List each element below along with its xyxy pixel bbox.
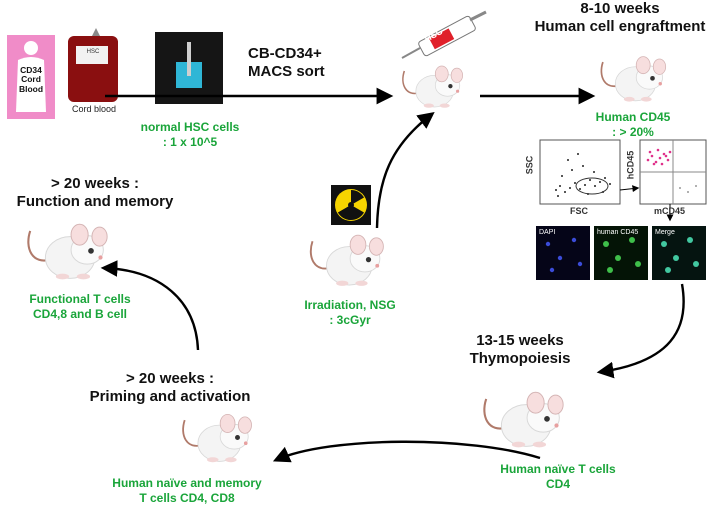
mouse-injected <box>402 65 464 109</box>
arrow-to-priming <box>272 440 541 463</box>
function-title-line2: Function and memory <box>16 193 174 210</box>
microscopy-panels: DAPI human CD45 Merge <box>536 226 706 280</box>
mouse-thymopoiesis <box>483 391 565 449</box>
flow-plot-hcd45-mcd45 <box>639 139 707 205</box>
priming-cells-line1: Human naïve and memory <box>112 476 262 490</box>
irradiation-line1: Irradiation, NSG <box>304 298 396 312</box>
priming-cells-label: Human naïve and memory T cells CD4, CD8 <box>92 476 282 506</box>
micro-label-merge: Merge <box>655 229 675 236</box>
micro-label-dapi: DAPI <box>539 229 555 236</box>
function-cells-line2: CD4,8 and B cell <box>32 307 128 321</box>
cord-blood-card-label: CD34 Cord Blood <box>8 65 54 94</box>
thymo-title-line2: Thymopoiesis <box>469 350 571 367</box>
sort-title: CB-CD34+ MACS sort <box>248 45 348 81</box>
priming-cells-line2: T cells CD4, CD8 <box>139 491 235 505</box>
function-cells-line1: Functional T cells <box>29 292 131 306</box>
flow-left-xlabel: FSC <box>570 206 588 216</box>
mouse-engrafted <box>600 55 667 103</box>
function-title-line1: > 20 weeks : <box>51 175 139 192</box>
flow-right-ylabel: hCD45 <box>625 150 636 180</box>
engraftment-result-line2: : > 20% <box>612 125 654 139</box>
cord-label-line2: Cord <box>21 74 41 85</box>
flow-left-ylabel: SSC <box>524 155 535 175</box>
engraftment-title: 8-10 weeks Human cell engraftment <box>520 0 720 36</box>
thymo-cells-line1: Human naïve T cells <box>500 462 616 476</box>
sort-cells-line1: normal HSC cells <box>140 120 240 134</box>
irradiation-line2: : 3cGyr <box>329 313 371 327</box>
irradiation-label: Irradiation, NSG : 3cGyr <box>290 298 410 328</box>
flow-plot-ssc-fsc <box>539 139 621 205</box>
function-cells-label: Functional T cells CD4,8 and B cell <box>10 292 150 322</box>
blood-bag-tag: HSC <box>86 49 100 55</box>
thymo-title-line1: 13-15 weeks <box>476 332 564 349</box>
cord-blood-caption: Cord blood <box>71 104 117 114</box>
sort-cells-line2: : 1 x 10^5 <box>162 135 218 149</box>
radiation-icon <box>331 185 371 225</box>
engraftment-title-line2: Human cell engraftment <box>534 18 706 35</box>
person-head-icon <box>24 41 38 55</box>
priming-title-line2: Priming and activation <box>89 388 251 405</box>
cord-label-line3: Blood <box>18 83 44 94</box>
thymopoiesis-title: 13-15 weeks Thymopoiesis <box>450 332 590 368</box>
arrow-irradiation-to-injection <box>375 111 435 229</box>
engraftment-result-line1: Human CD45 <box>595 110 671 124</box>
sort-cells-label: normal HSC cells : 1 x 10^5 <box>130 120 250 150</box>
sort-title-line1: CB-CD34+ <box>248 45 322 62</box>
arrow-to-thymopoiesis <box>596 283 685 379</box>
arrow-to-function <box>100 260 200 351</box>
mouse-priming <box>182 413 253 464</box>
priming-title-line1: > 20 weeks : <box>126 370 214 387</box>
thymo-cells-line2: CD4 <box>545 477 570 491</box>
syringe-icon <box>401 10 487 59</box>
blood-bag-icon <box>68 36 118 102</box>
engraftment-result: Human CD45 : > 20% <box>578 110 688 140</box>
function-title: > 20 weeks : Function and memory <box>0 175 190 211</box>
micro-label-human-cd45: human CD45 <box>597 229 638 236</box>
sort-title-line2: MACS sort <box>248 63 325 80</box>
mouse-irradiated <box>309 234 385 287</box>
flow-right-xlabel: mCD45 <box>654 206 686 216</box>
mouse-functional <box>27 223 109 281</box>
cord-label-line1: CD34 <box>20 65 42 75</box>
pregnant-silhouette-icon <box>16 57 46 112</box>
thymo-cells-label: Human naïve T cells CD4 <box>488 462 628 492</box>
engraftment-title-line1: 8-10 weeks <box>580 0 660 17</box>
priming-title: > 20 weeks : Priming and activation <box>60 370 280 406</box>
